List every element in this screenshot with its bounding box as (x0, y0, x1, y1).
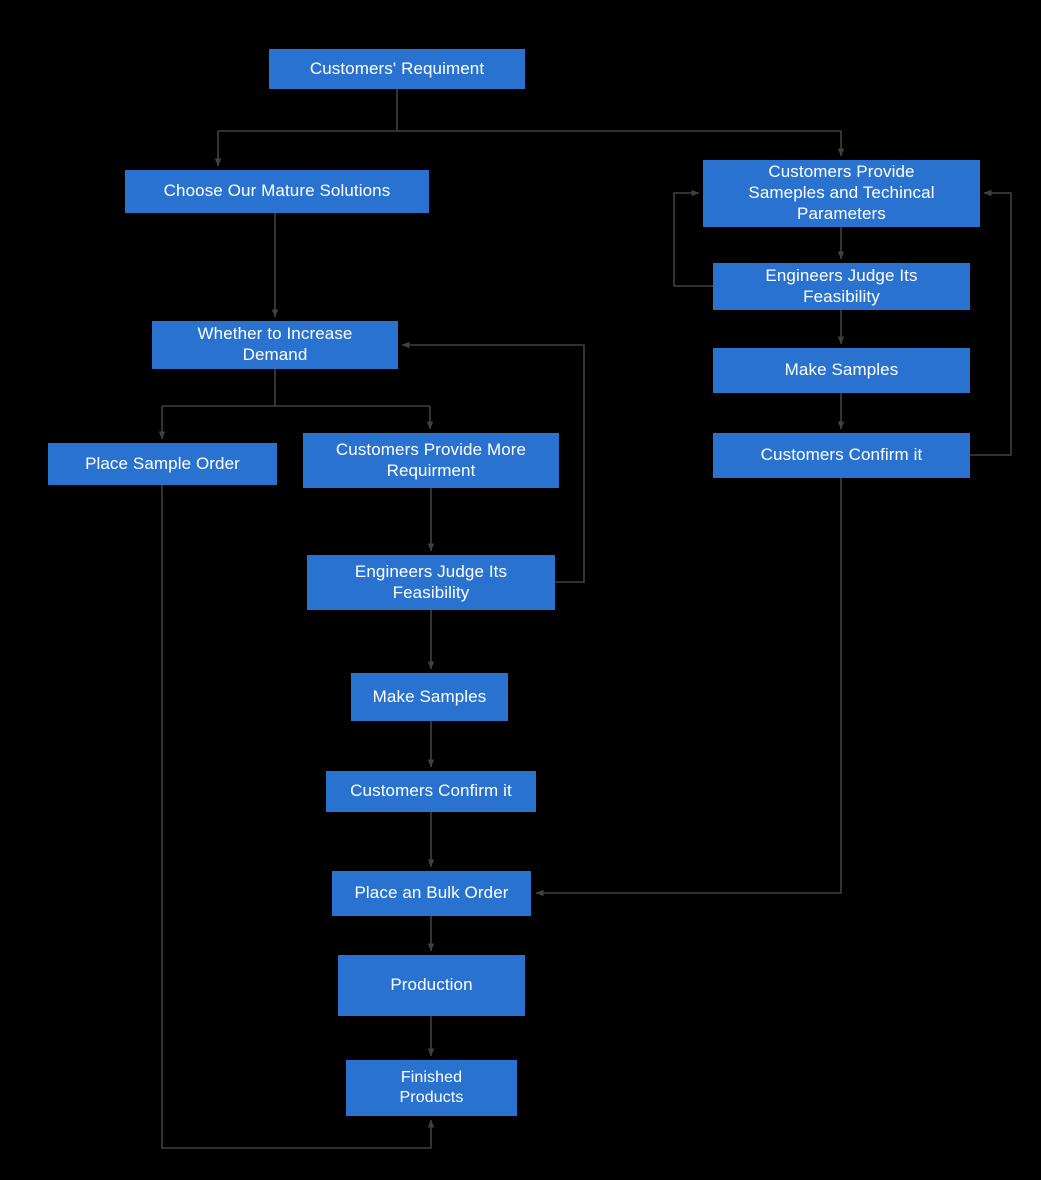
node-customers-requiment[interactable]: Customers' Requiment (269, 49, 525, 89)
node-customers-provide-more-requirment[interactable]: Customers Provide More Requirment (303, 433, 559, 488)
edge-requiment-bus (218, 89, 841, 132)
node-place-an-bulk-order[interactable]: Place an Bulk Order (332, 871, 531, 916)
node-engineers-judge-feasibility-right[interactable]: Engineers Judge Its Feasibility (713, 263, 970, 310)
node-make-samples-middle[interactable]: Make Samples (351, 673, 508, 721)
edge-confirm-right-to-bulk-order (535, 478, 842, 897)
node-finished-products[interactable]: Finished Products (346, 1060, 517, 1116)
node-production[interactable]: Production (338, 955, 525, 1016)
edge-whether-bus (162, 369, 430, 407)
node-make-samples-right[interactable]: Make Samples (713, 348, 970, 393)
edge-confirm-right-to-provide-samples (970, 189, 1012, 456)
node-whether-to-increase-demand[interactable]: Whether to Increase Demand (152, 321, 398, 369)
node-customers-confirm-it-right[interactable]: Customers Confirm it (713, 433, 970, 478)
node-place-sample-order[interactable]: Place Sample Order (48, 443, 277, 485)
node-engineers-judge-feasibility-middle[interactable]: Engineers Judge Its Feasibility (307, 555, 555, 610)
node-customers-provide-samples[interactable]: Customers Provide Sameples and Techincal… (703, 160, 980, 227)
node-choose-mature-solutions[interactable]: Choose Our Mature Solutions (125, 170, 429, 213)
node-customers-confirm-it-middle[interactable]: Customers Confirm it (326, 771, 536, 812)
